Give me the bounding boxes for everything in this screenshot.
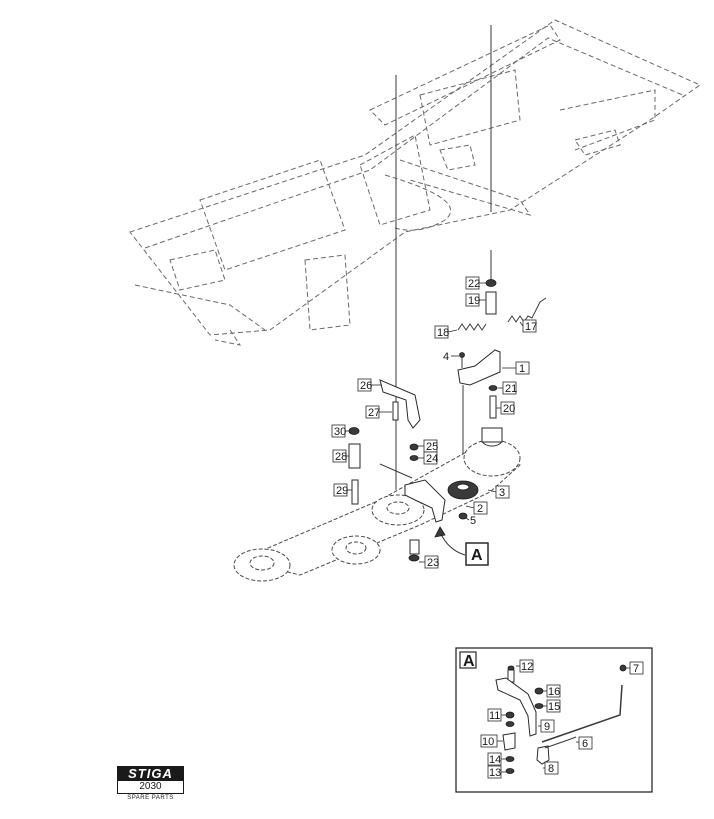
- callout-23: 23: [427, 557, 439, 569]
- model-number: 2030: [117, 781, 184, 794]
- detail-callout-13: 13: [489, 767, 501, 779]
- callout-26: 26: [360, 380, 372, 392]
- callout-21: 21: [505, 383, 517, 395]
- brand-name: STIGA: [117, 766, 184, 781]
- callout-29: 29: [336, 485, 348, 497]
- callout-1: 1: [519, 363, 525, 375]
- callout-25: 25: [426, 441, 438, 453]
- detail-callout-7: 7: [633, 663, 639, 675]
- callout-4: 4: [443, 351, 449, 363]
- brand-logo: STIGA 2030 SPARE PARTS: [117, 766, 184, 804]
- chassis-frame: [129, 19, 702, 346]
- parts: [348, 279, 547, 562]
- detail-callout-12: 12: [521, 661, 533, 673]
- callout-19: 19: [468, 295, 480, 307]
- callout-27: 27: [368, 407, 380, 419]
- callout-22: 22: [468, 278, 480, 290]
- detail-callout-10: 10: [482, 736, 494, 748]
- callout-24: 24: [426, 453, 438, 465]
- drive-belt: [233, 427, 521, 582]
- detail-callout-8: 8: [548, 763, 554, 775]
- spare-parts-caption: SPARE PARTS: [127, 795, 174, 801]
- callout-3: 3: [499, 487, 505, 499]
- callout-2: 2: [477, 503, 483, 515]
- callout-18: 18: [437, 327, 449, 339]
- callout-5: 5: [470, 515, 476, 527]
- callout-20: 20: [503, 403, 515, 415]
- detail-callout-14: 14: [489, 754, 501, 766]
- detail-callout-9: 9: [544, 721, 550, 733]
- detail-callout-11: 11: [489, 710, 500, 722]
- callout-17: 17: [525, 321, 537, 333]
- detail-callout-15: 15: [548, 701, 560, 713]
- detail-callout-16: 16: [548, 686, 560, 698]
- callout-30: 30: [334, 426, 346, 438]
- detail-view-a: A 12 7 16 15 11 9: [455, 647, 653, 793]
- callouts: 22 19 18 17 4 1 21 20 26 27: [331, 276, 537, 569]
- detail-callout-6: 6: [582, 738, 588, 750]
- detail-title: A: [463, 653, 475, 670]
- callout-28: 28: [335, 451, 347, 463]
- view-marker-a: A: [471, 547, 483, 564]
